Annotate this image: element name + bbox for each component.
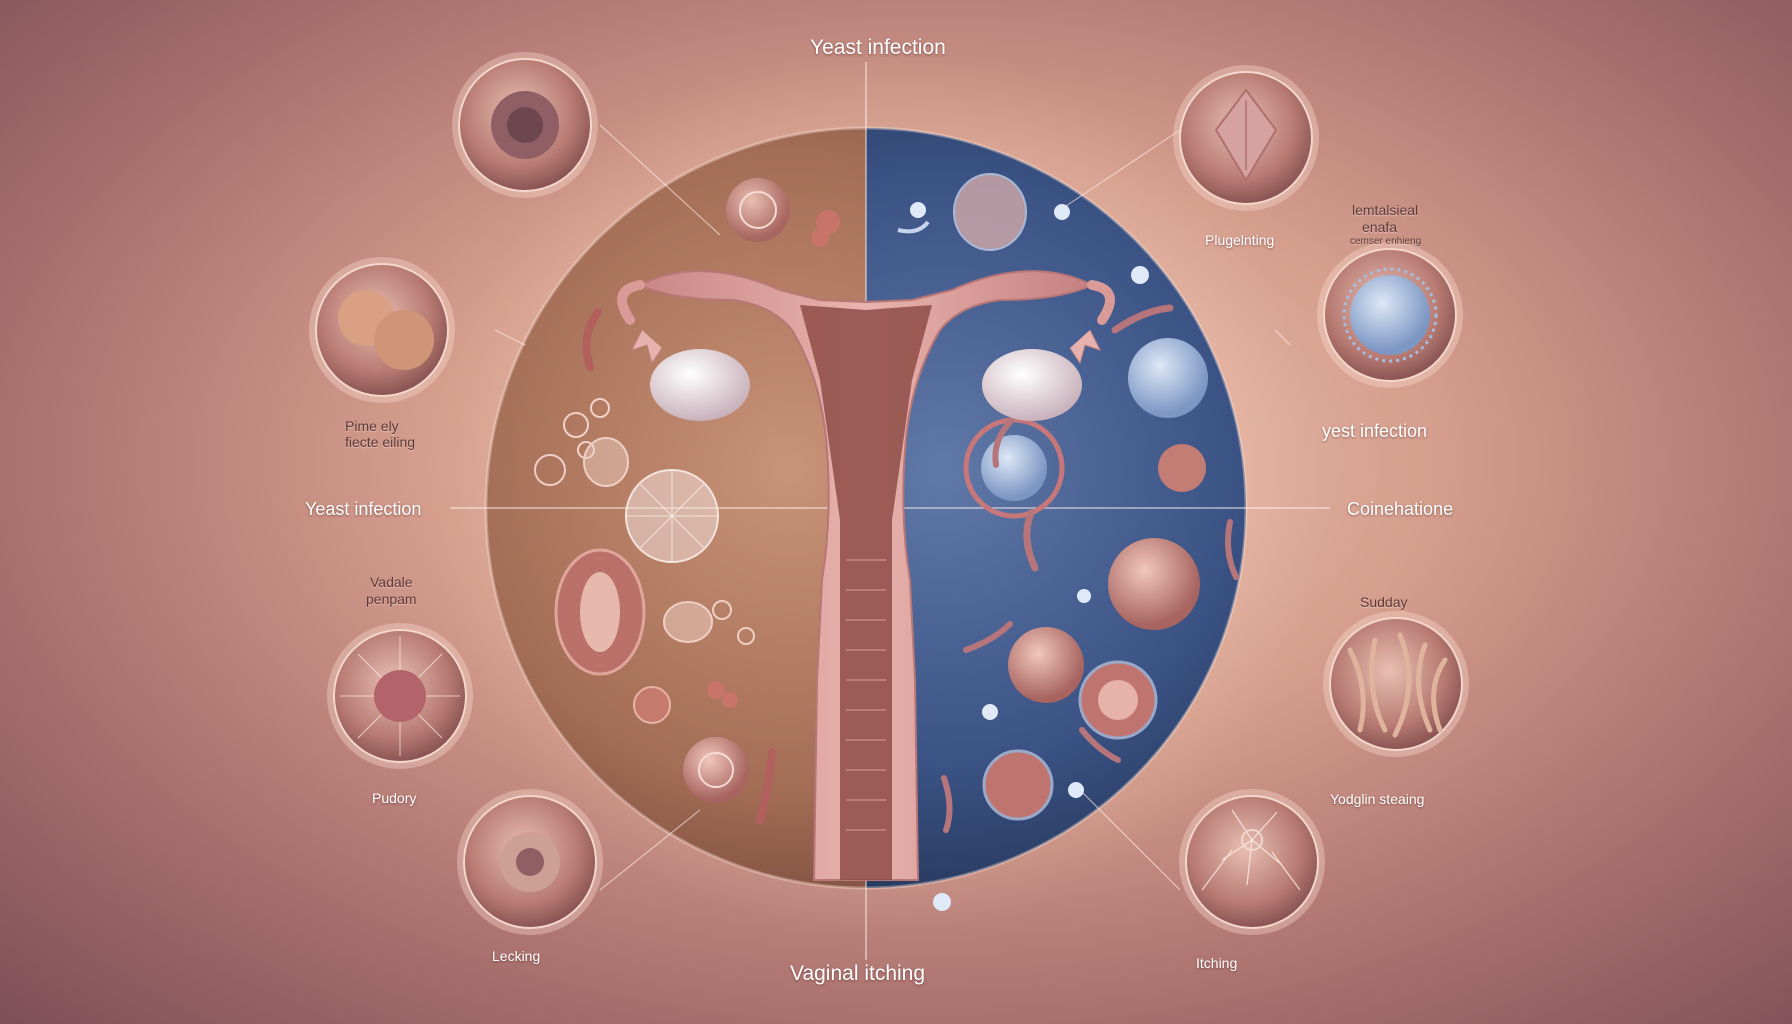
label-left-lower-2: penpam bbox=[366, 591, 417, 607]
cell-icon bbox=[452, 52, 598, 198]
inset-circles bbox=[309, 52, 1469, 935]
ovary-right bbox=[982, 349, 1082, 421]
ovary-left bbox=[650, 349, 750, 421]
cell-icon bbox=[309, 257, 455, 403]
cell-icon bbox=[457, 789, 603, 935]
left-cells bbox=[534, 178, 840, 824]
cell-icon bbox=[1179, 789, 1325, 935]
label-top: Yeast infection bbox=[810, 36, 946, 59]
label-left-upper-2: fiecte eiling bbox=[345, 434, 416, 450]
uterus-icon bbox=[617, 270, 1115, 881]
label-right-middle: Coinehatione bbox=[1347, 499, 1454, 519]
label-left-middle: Yeast infection bbox=[305, 499, 422, 519]
label-right-top: Plugelnting bbox=[1205, 232, 1275, 248]
label-left-upper-1: Pime ely bbox=[345, 418, 399, 434]
cell-icon bbox=[1317, 242, 1463, 388]
label-left-lecking: Lecking bbox=[492, 948, 541, 964]
label-right-upper-2: enafa bbox=[1362, 219, 1398, 235]
cell-icon bbox=[1323, 611, 1469, 757]
label-left-pudory: Pudory bbox=[372, 790, 417, 806]
label-left-lower-1: Vadale bbox=[370, 574, 413, 590]
connector-lines bbox=[494, 124, 1291, 891]
cell-icon bbox=[327, 623, 473, 769]
label-right-upper-3: cemser enhieng bbox=[1350, 236, 1422, 247]
label-bottom: Vaginal itching bbox=[790, 962, 926, 985]
right-cells bbox=[897, 173, 1239, 911]
cell-icon bbox=[1173, 65, 1319, 211]
label-right-upper-1: lemtalsieal bbox=[1352, 202, 1419, 218]
label-right-yodglin: Yodglin steaing bbox=[1330, 791, 1425, 807]
label-right-sudday: Sudday bbox=[1360, 594, 1408, 610]
label-right-itching: Itching bbox=[1196, 955, 1238, 971]
label-right-yest: yest infection bbox=[1322, 421, 1428, 441]
